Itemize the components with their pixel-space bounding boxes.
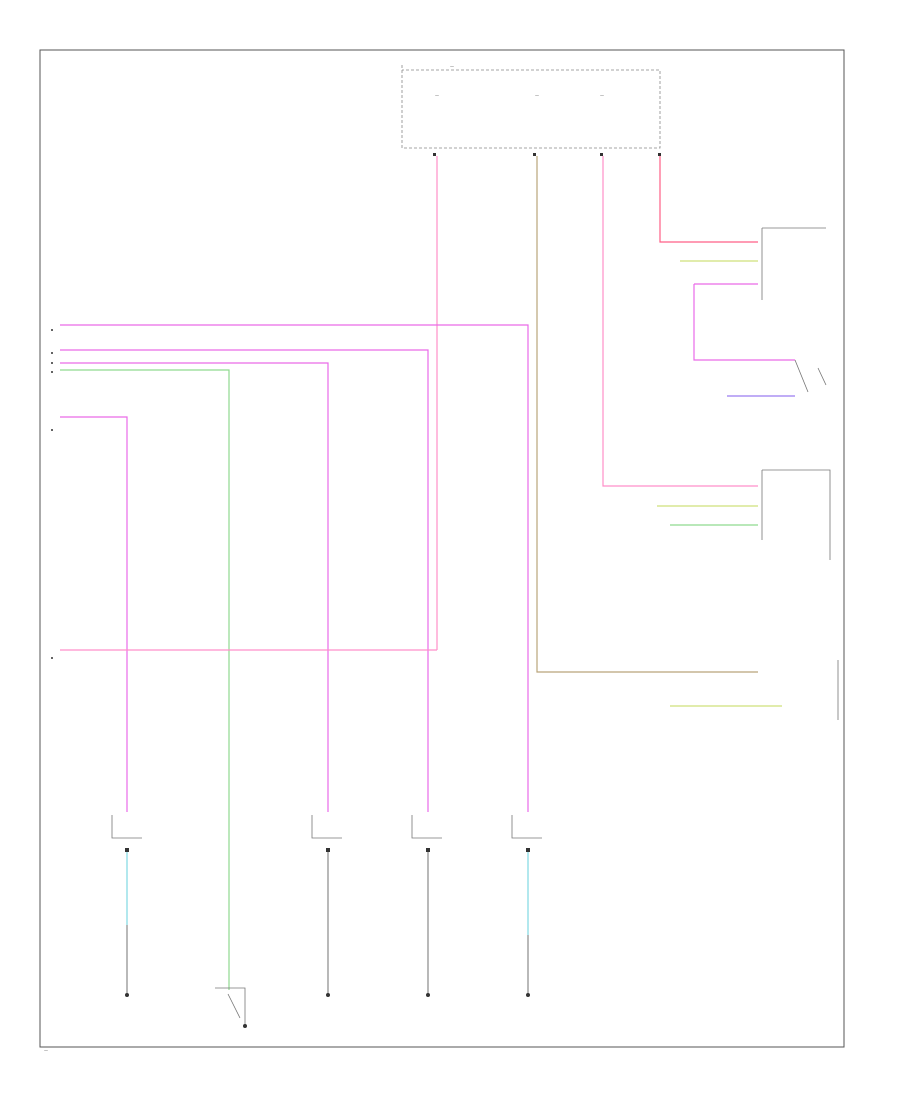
wire-feed-2	[536, 156, 758, 673]
right-connector-top	[680, 227, 827, 397]
wire-bus-2	[60, 349, 429, 812]
page-label: —	[44, 1048, 48, 1053]
lamp-group-3	[411, 815, 442, 997]
svg-text:—: —	[535, 93, 539, 98]
switch-symbol	[215, 987, 247, 1028]
wire-feed-3	[602, 156, 758, 487]
lamp-group-2	[311, 815, 342, 997]
svg-text:—: —	[450, 64, 454, 69]
right-connector-bottom	[670, 660, 839, 720]
right-connector-middle	[657, 469, 831, 560]
wire-bus-1	[60, 324, 529, 812]
wire-bus-4	[60, 369, 230, 990]
wire-feed-4	[659, 156, 758, 243]
lamp-group-1	[111, 815, 142, 997]
svg-text:—: —	[600, 93, 604, 98]
left-terminals	[51, 329, 53, 659]
svg-text:—: —	[435, 93, 439, 98]
wire-bus-3	[60, 362, 329, 812]
diagram-frame	[39, 49, 845, 1048]
wire-bus-5	[60, 416, 128, 812]
lamp-group-4	[511, 815, 542, 997]
fuse-block-module: — — — —	[401, 64, 661, 156]
